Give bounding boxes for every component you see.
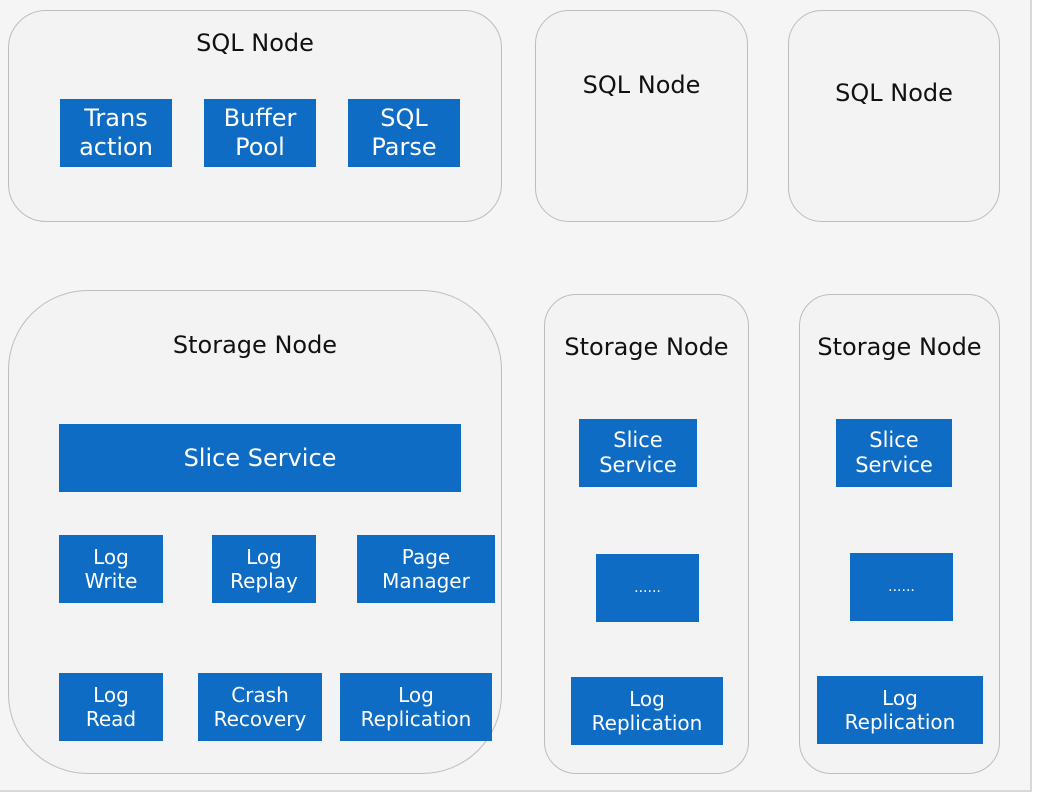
ellipsis-block: ...... (850, 553, 953, 621)
storage-node-3-title: Storage Node (817, 333, 982, 361)
sql-node-1-title: SQL Node (196, 29, 314, 57)
slice-service-block: Slice Service (59, 424, 461, 492)
sql-node-3-title: SQL Node (835, 79, 953, 107)
ellipsis-block: ...... (596, 554, 699, 622)
sql-node-2-title: SQL Node (582, 71, 701, 99)
storage-node-1-title: Storage Node (172, 331, 338, 359)
sql-node-3: SQL Node (788, 10, 1000, 222)
sql-node-2: SQL Node (535, 10, 748, 222)
storage-node-2-title: Storage Node (564, 333, 729, 361)
